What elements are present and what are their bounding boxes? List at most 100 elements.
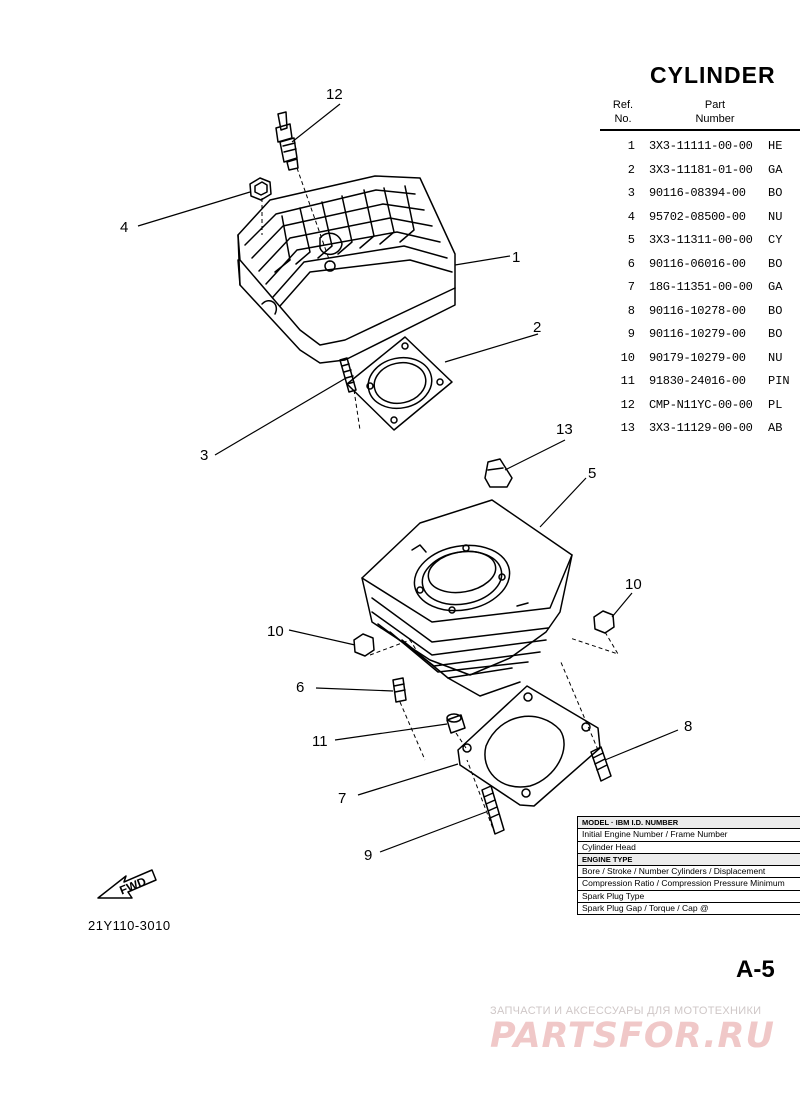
table-row: 10 90179-10279-00 NU xyxy=(600,351,800,375)
callout-10-right: 10 xyxy=(625,576,642,593)
ref-no-cell: 2 xyxy=(627,162,635,177)
description-cell: GA xyxy=(768,280,783,294)
nut-part-10-left xyxy=(353,633,375,657)
header-part-line2: Number xyxy=(695,113,735,125)
header-part-number: Part Number xyxy=(690,98,740,126)
stud-bolt-part-8 xyxy=(590,746,612,782)
watermark-logo: PARTSFOR.RU xyxy=(490,1016,775,1056)
table-row: 2 3X3-11181-01-00 GA xyxy=(600,163,800,187)
pin-part-11 xyxy=(446,713,466,734)
header-ref-line2: No. xyxy=(614,113,632,125)
callout-5: 5 xyxy=(588,465,596,482)
description-cell: BO xyxy=(768,303,783,318)
head-gasket-part xyxy=(346,336,453,431)
spec-row: Compression Ratio / Compression Pressure… xyxy=(578,878,800,891)
part-number-cell: 18G-11351-00-00 xyxy=(649,280,753,294)
header-part-line1: Part xyxy=(704,99,726,111)
part-number-cell: 90116-08394-00 xyxy=(649,186,746,200)
part-number-cell: 90179-10279-00 xyxy=(649,350,746,365)
spec-section-heading: MODEL · IBM I.D. NUMBER xyxy=(578,817,800,830)
ref-no-cell: 5 xyxy=(627,233,635,247)
ref-no-cell: 9 xyxy=(627,327,635,341)
table-header: Ref. No. Part Number xyxy=(600,96,800,131)
callout-4: 4 xyxy=(120,219,128,236)
ref-no-cell: 7 xyxy=(627,280,635,294)
table-row: 1 3X3-11111-00-00 HE xyxy=(600,139,800,163)
part-number-cell: 90116-10279-00 xyxy=(649,327,746,341)
description-cell: PL xyxy=(768,397,783,412)
table-row: 3 90116-08394-00 BO xyxy=(600,186,800,210)
ref-no-cell: 12 xyxy=(620,397,635,412)
parts-list-table: Ref. No. Part Number 1 3X3-11111-00-00 HE 2… xyxy=(600,96,800,435)
spec-row: Bore / Stroke / Number Cylinders / Displ… xyxy=(578,866,800,879)
cylinder-part xyxy=(361,499,573,697)
abutment-part-13 xyxy=(484,458,513,488)
table-row: 12 CMP-N11YC-00-00 PL xyxy=(600,398,800,422)
callout-8: 8 xyxy=(684,718,692,735)
drawing-code: 21Y110-3010 xyxy=(88,918,171,933)
spec-row: Spark Plug Type xyxy=(578,891,800,904)
nut-part-10-right xyxy=(593,610,615,634)
header-ref-line1: Ref. xyxy=(612,99,634,111)
bolt-part-6 xyxy=(392,677,407,703)
forward-arrow-icon xyxy=(97,869,157,899)
stud-bolt-part-9 xyxy=(481,785,505,835)
table-row: 6 90116-06016-00 BO xyxy=(600,257,800,281)
cylinder-head-part xyxy=(237,175,456,364)
base-gasket-part xyxy=(457,685,601,807)
callout-11: 11 xyxy=(312,733,328,750)
callout-7: 7 xyxy=(338,790,346,807)
description-cell: HE xyxy=(768,139,783,153)
part-number-cell: 95702-08500-00 xyxy=(649,209,746,224)
ref-no-cell: 6 xyxy=(627,256,635,271)
callout-1: 1 xyxy=(512,249,520,266)
spec-section-heading: ENGINE TYPE xyxy=(578,853,800,867)
description-cell: CY xyxy=(768,233,783,247)
part-number-cell: 91830-24016-00 xyxy=(649,374,746,388)
table-row: 5 3X3-11311-00-00 CY xyxy=(600,233,800,257)
ref-no-cell: 10 xyxy=(620,350,635,365)
spec-row: Initial Engine Number / Frame Number xyxy=(578,829,800,842)
description-cell: NU xyxy=(768,350,783,365)
ref-no-cell: 8 xyxy=(627,303,635,318)
stud-bolt-part-3 xyxy=(339,357,357,393)
spark-plug-part xyxy=(275,111,299,171)
nut-part-4 xyxy=(249,177,272,201)
part-number-cell: 3X3-11111-00-00 xyxy=(649,139,753,153)
description-cell: BO xyxy=(768,186,783,200)
ref-no-cell: 11 xyxy=(620,374,635,388)
part-number-cell: 90116-06016-00 xyxy=(649,256,746,271)
fwd-label: FWD xyxy=(118,874,149,897)
table-row: 9 90116-10279-00 BO xyxy=(600,327,800,351)
ref-no-cell: 4 xyxy=(627,209,635,224)
callout-3: 3 xyxy=(200,447,208,464)
callout-9: 9 xyxy=(364,847,372,864)
ref-no-cell: 3 xyxy=(627,186,635,200)
part-number-cell: CMP-N11YC-00-00 xyxy=(649,397,753,412)
page-title: CYLINDER xyxy=(650,62,776,88)
header-ref-no: Ref. No. xyxy=(610,98,636,126)
callout-10-left: 10 xyxy=(267,623,284,640)
ref-no-cell: 1 xyxy=(627,139,635,153)
description-cell: GA xyxy=(768,162,783,177)
callout-2: 2 xyxy=(533,319,541,336)
description-cell: PIN xyxy=(768,374,790,388)
spec-row: Spark Plug Gap / Torque / Cap @ xyxy=(582,903,709,914)
page-number: A-5 xyxy=(736,956,775,983)
description-cell: AB xyxy=(768,421,783,435)
spec-row: Cylinder Head xyxy=(578,842,800,854)
callout-6: 6 xyxy=(296,679,304,696)
part-number-cell: 3X3-11129-00-00 xyxy=(649,421,753,435)
part-number-cell: 3X3-11181-01-00 xyxy=(649,162,753,177)
part-number-cell: 3X3-11311-00-00 xyxy=(649,233,753,247)
callout-13: 13 xyxy=(556,421,573,438)
description-cell: BO xyxy=(768,256,783,271)
description-cell: BO xyxy=(768,327,783,341)
callout-12: 12 xyxy=(326,86,343,103)
